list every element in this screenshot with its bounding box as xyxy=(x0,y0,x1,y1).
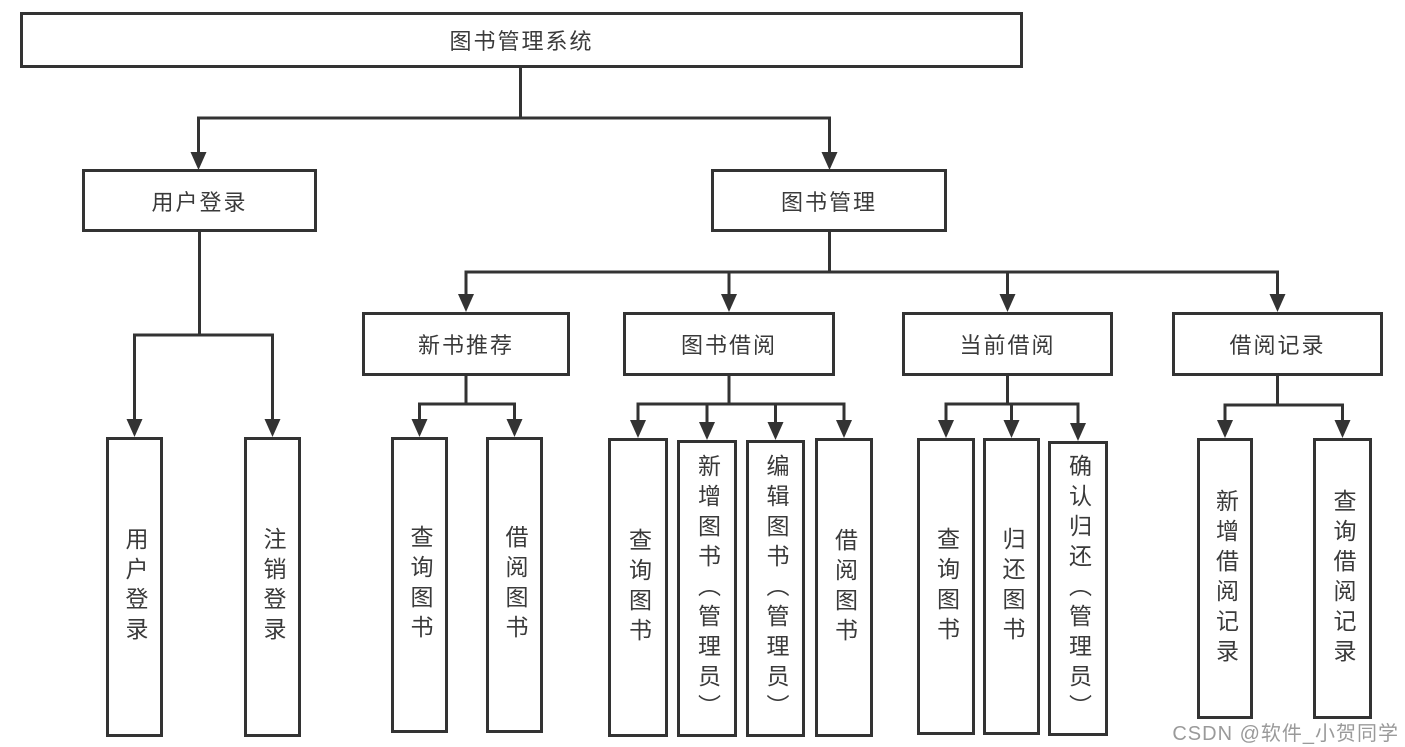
leaf-bb-add-book-admin: 新增图书（管理员） xyxy=(677,440,737,737)
node-label: 新书推荐 xyxy=(417,333,514,358)
leaf-cb-return-book: 归还图书 xyxy=(983,438,1040,735)
connector-arrowhead xyxy=(126,419,143,437)
node-label: 借阅图书 xyxy=(831,527,858,648)
node-label: 当前借阅 xyxy=(959,333,1056,358)
connector-arrowhead xyxy=(506,419,523,437)
leaf-cb-confirm-return-admin: 确认归还（管理员） xyxy=(1048,441,1108,736)
leaf-bb-query-book: 查询图书 xyxy=(608,438,668,737)
node-current-borrow: 当前借阅 xyxy=(902,312,1113,376)
node-label: 新增图书（管理员） xyxy=(694,453,721,724)
connector-arrowhead xyxy=(1003,420,1020,438)
node-label: 查询图书 xyxy=(933,526,960,647)
node-label: 查询图书 xyxy=(625,527,652,648)
node-book-management: 图书管理 xyxy=(711,169,947,232)
node-label: 归还图书 xyxy=(999,526,1025,647)
node-label: 查询借阅记录 xyxy=(1330,488,1356,669)
node-root-library-management-system: 图书管理系统 xyxy=(20,12,1023,68)
node-label: 图书管理 xyxy=(780,189,877,215)
leaf-cb-query-book: 查询图书 xyxy=(917,438,975,735)
node-label: 查询图书 xyxy=(407,525,433,645)
connector-arrowhead xyxy=(1334,420,1351,438)
node-label: 新增借阅记录 xyxy=(1212,488,1239,669)
connector-arrowhead xyxy=(264,419,281,437)
connector-arrowhead xyxy=(411,419,428,437)
connector-arrowhead xyxy=(1269,294,1286,312)
connector-arrowhead xyxy=(699,422,715,440)
leaf-bb-borrow-book: 借阅图书 xyxy=(815,438,873,737)
leaf-nbr-borrow-book: 借阅图书 xyxy=(486,437,543,733)
node-label: 确认归还（管理员） xyxy=(1065,453,1092,724)
connector-arrowhead xyxy=(1217,420,1233,438)
node-label: 借阅记录 xyxy=(1229,333,1326,358)
leaf-br-add-record: 新增借阅记录 xyxy=(1197,438,1253,719)
connector-arrowhead xyxy=(938,420,954,438)
connector-arrowhead xyxy=(190,152,207,170)
node-book-borrow: 图书借阅 xyxy=(623,312,835,376)
connector-arrowhead xyxy=(1070,423,1086,441)
node-user-login: 用户登录 xyxy=(82,169,317,232)
node-borrow-record: 借阅记录 xyxy=(1172,312,1383,376)
leaf-nbr-query-book: 查询图书 xyxy=(391,437,448,733)
csdn-watermark: CSDN @软件_小贺同学 xyxy=(1172,723,1399,745)
connector-arrowhead xyxy=(999,294,1016,312)
connector-arrowhead xyxy=(630,420,646,438)
node-label: 图书借阅 xyxy=(680,333,777,358)
connector-arrowhead xyxy=(721,294,737,312)
node-label: 注销登录 xyxy=(260,527,286,647)
connector-arrowhead xyxy=(821,152,838,170)
leaf-user-login: 用户登录 xyxy=(106,437,163,737)
leaf-bb-edit-book-admin: 编辑图书（管理员） xyxy=(746,440,805,737)
node-label: 借阅图书 xyxy=(502,525,528,645)
node-label: 用户登录 xyxy=(151,189,248,215)
leaf-br-query-record: 查询借阅记录 xyxy=(1313,438,1372,719)
node-new-book-recommend: 新书推荐 xyxy=(362,312,570,376)
connector-arrowhead xyxy=(836,420,852,438)
leaf-logout: 注销登录 xyxy=(244,437,301,737)
node-label: 编辑图书（管理员） xyxy=(763,453,789,724)
connector-arrowhead xyxy=(458,294,474,312)
node-label: 图书管理系统 xyxy=(449,29,594,54)
node-label: 用户登录 xyxy=(122,527,148,647)
connector-arrowhead xyxy=(767,422,784,440)
